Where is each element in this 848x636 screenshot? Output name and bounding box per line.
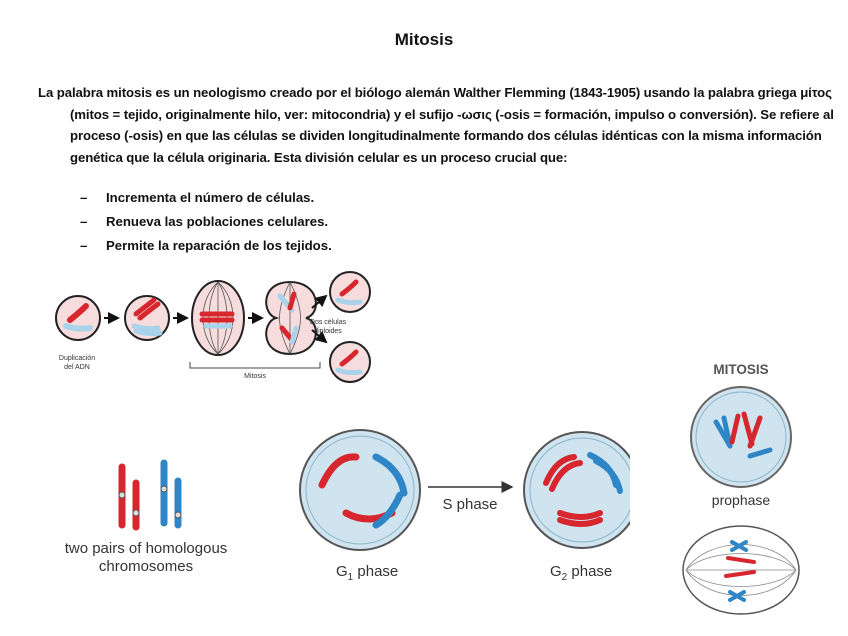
mitosis-label: Mitosis bbox=[244, 373, 266, 380]
daughter-label-1: Dos células bbox=[310, 319, 347, 326]
dna-label-1: Duplicación bbox=[59, 355, 95, 362]
list-item: –Permite la reparación de los tejidos. bbox=[80, 234, 332, 258]
bullet-text: Renueva las poblaciones celulares. bbox=[106, 214, 328, 229]
daughter-cell-top bbox=[330, 272, 370, 312]
metaphase-cell bbox=[683, 526, 799, 614]
intro-paragraph: La palabra mitosis es un neologismo crea… bbox=[38, 82, 840, 168]
cell-replicated bbox=[125, 296, 169, 340]
homologous-chromosomes bbox=[119, 463, 181, 527]
homologous-label-2: chromosomes bbox=[99, 558, 193, 575]
homologous-label-1: two pairs of homologous bbox=[65, 540, 228, 557]
page-title: Mitosis bbox=[0, 30, 848, 50]
g1-cell bbox=[300, 430, 420, 550]
g2-label: G2 phase bbox=[550, 563, 612, 583]
daughter-cell-bottom bbox=[330, 342, 370, 382]
list-item: –Incrementa el número de células. bbox=[80, 186, 332, 210]
bullet-text: Incrementa el número de células. bbox=[106, 190, 314, 205]
cell-before-replication bbox=[56, 296, 100, 340]
cell-anaphase bbox=[266, 282, 316, 354]
list-item: –Renueva las poblaciones celulares. bbox=[80, 210, 332, 234]
prophase-cell bbox=[691, 387, 791, 487]
g1-label: G1 phase bbox=[336, 563, 398, 583]
daughter-label-2: diploides bbox=[314, 328, 342, 335]
g2-cell bbox=[524, 432, 630, 548]
cell-division-diagram: Duplicación del ADN Mitosis Dos células … bbox=[50, 270, 380, 390]
mitosis-prophase-diagram: MITOSIS prophase bbox=[678, 352, 808, 628]
bullet-list: –Incrementa el número de células. –Renue… bbox=[80, 186, 332, 258]
cell-metaphase bbox=[192, 281, 244, 355]
prophase-label: prophase bbox=[712, 492, 771, 508]
mitosis-heading: MITOSIS bbox=[713, 362, 768, 377]
bullet-text: Permite la reparación de los tejidos. bbox=[106, 238, 332, 253]
dna-label-2: del ADN bbox=[64, 364, 90, 371]
s-phase-label: S phase bbox=[442, 496, 497, 513]
cell-cycle-diagram: two pairs of homologous chromosomes G1 p… bbox=[50, 425, 630, 590]
